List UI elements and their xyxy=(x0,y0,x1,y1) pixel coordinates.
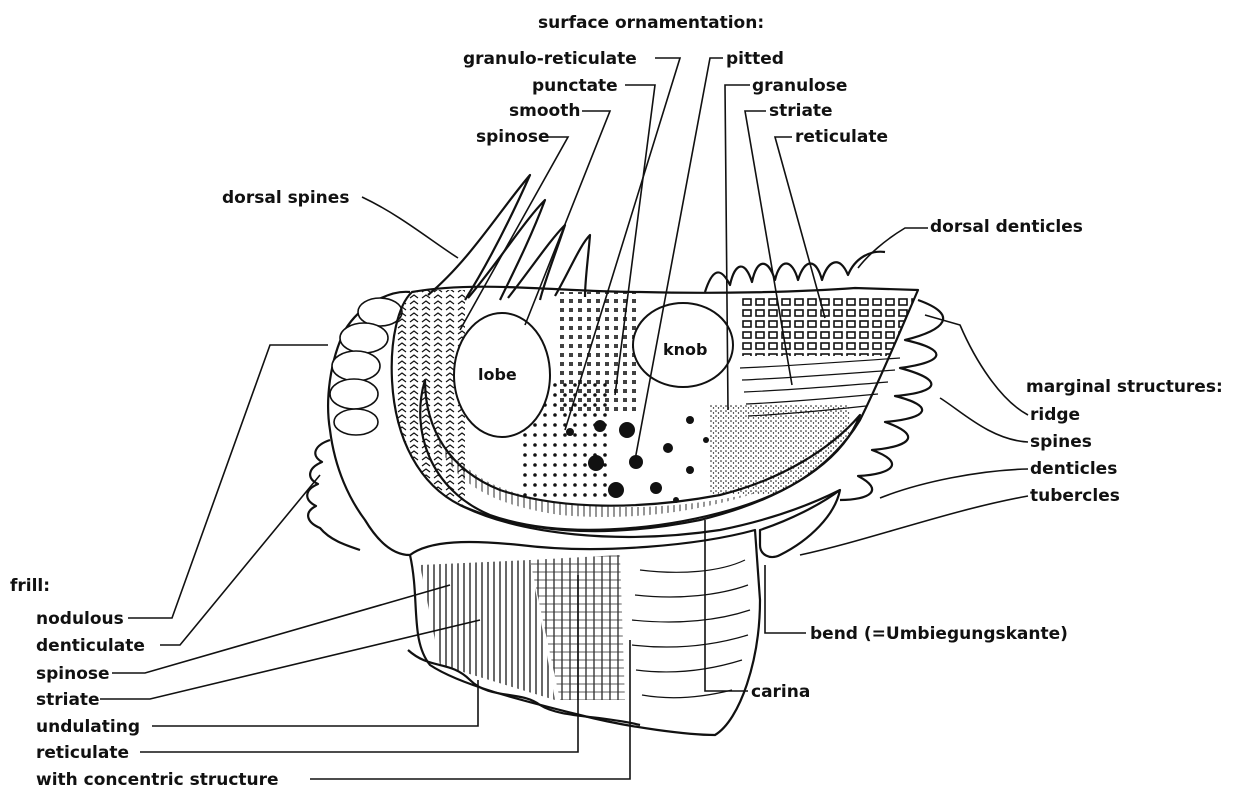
dorsal-denticles xyxy=(705,252,885,292)
label-nodulous: nodulous xyxy=(36,609,124,629)
frill xyxy=(408,530,760,735)
reticulate-zone xyxy=(740,296,920,356)
label-punctate: punctate xyxy=(532,76,618,96)
label-tubercles: tubercles xyxy=(1030,486,1120,506)
leader-ridge xyxy=(925,315,1028,415)
leader-marginal-spines xyxy=(940,398,1028,442)
label-striate-frill: striate xyxy=(36,690,100,710)
marginal-structures-heading: marginal structures: xyxy=(1026,377,1223,397)
label-lobe: lobe xyxy=(478,365,517,384)
spinose-zone xyxy=(395,290,465,510)
label-dorsal-denticles: dorsal denticles xyxy=(930,217,1083,237)
label-granulo-reticulate: granulo-reticulate xyxy=(463,49,637,69)
label-ridge: ridge xyxy=(1030,405,1080,425)
label-pitted: pitted xyxy=(726,49,784,69)
leader-dorsal-denticles xyxy=(858,228,928,268)
leader-pitted xyxy=(635,58,723,460)
leader-spinose-frill xyxy=(112,585,450,673)
label-spinose-surface: spinose xyxy=(476,127,550,147)
label-granulose: granulose xyxy=(752,76,847,96)
dorsal-spines xyxy=(428,175,590,300)
leader-denticles xyxy=(880,469,1028,498)
label-knob: knob xyxy=(663,340,707,359)
label-striate-surface: striate xyxy=(769,101,833,121)
leader-dorsal-spines xyxy=(362,197,458,258)
marginal-tubercles xyxy=(760,490,840,557)
label-carina: carina xyxy=(751,682,810,702)
denticulate-edge xyxy=(307,440,360,550)
leader-carina xyxy=(705,520,748,691)
leader-denticulate xyxy=(160,475,320,645)
label-denticulate: denticulate xyxy=(36,636,145,656)
label-marginal-spines: spines xyxy=(1030,432,1092,452)
leader-nodulous xyxy=(128,345,328,618)
label-reticulate-frill: reticulate xyxy=(36,743,129,763)
leader-spinose-surface xyxy=(460,137,568,330)
leader-bend xyxy=(765,565,806,633)
frill-concentric-lines xyxy=(632,560,750,698)
surface-ornamentation-heading: surface ornamentation: xyxy=(538,13,764,33)
label-denticles: denticles xyxy=(1030,459,1117,479)
label-spinose-frill: spinose xyxy=(36,664,110,684)
label-reticulate-surface: reticulate xyxy=(795,127,888,147)
label-smooth: smooth xyxy=(509,101,580,121)
label-undulating: undulating xyxy=(36,717,140,737)
frill-heading: frill: xyxy=(10,576,50,596)
label-dorsal-spines: dorsal spines xyxy=(222,188,349,208)
granulose-zone xyxy=(710,405,850,495)
label-bend: bend (=Umbiegungskante) xyxy=(810,624,1068,644)
label-with-concentric-structure: with concentric structure xyxy=(36,770,279,790)
